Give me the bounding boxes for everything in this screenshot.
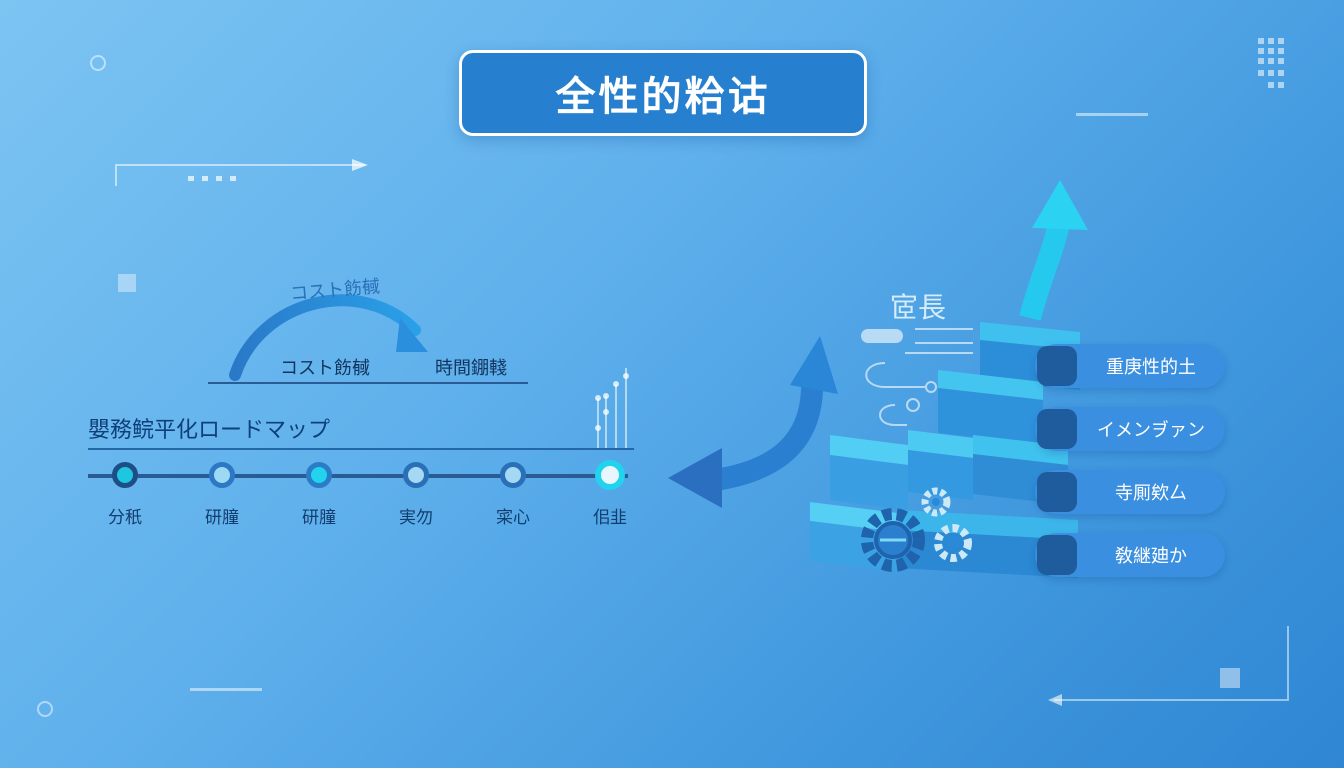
gear-icon	[934, 524, 972, 562]
up-arrow-icon	[1019, 180, 1088, 321]
stair-item-label: 敎継廸か	[1115, 546, 1187, 567]
title-box: 全性的粭诂	[459, 50, 867, 136]
roadmap-step-label: 研膧	[302, 508, 336, 528]
page-title: 全性的粭诂	[555, 74, 771, 120]
stair-item-marker	[1037, 472, 1077, 512]
stair-item: 敎継廸か	[1035, 533, 1225, 577]
gear-icon	[861, 508, 925, 572]
cost-curve-arrow	[208, 294, 528, 384]
roadmap-node	[500, 462, 526, 488]
arc-right-label: 時間錋輚	[435, 358, 507, 379]
roadmap-step-label: 寀心	[496, 508, 530, 528]
stair-item: 重庚性的土	[1035, 344, 1225, 388]
roadmap-node	[209, 462, 235, 488]
roadmap-step-label: 研膧	[205, 508, 239, 528]
roadmap-node	[306, 462, 332, 488]
stair-item: 寺厠欸厶	[1035, 470, 1225, 514]
stair-item-label: 重庚性的土	[1106, 357, 1196, 378]
roadmap-track	[88, 474, 628, 478]
roadmap-step-label: 実勿	[399, 508, 433, 528]
stair-item-label: イメンヺァン	[1097, 420, 1205, 441]
stair-item-marker	[1037, 346, 1077, 386]
stair-item-label: 寺厠欸厶	[1115, 483, 1187, 504]
stair-item: イメンヺァン	[1035, 407, 1225, 451]
stair-item-marker	[1037, 409, 1077, 449]
roadmap-divider	[88, 448, 634, 450]
stair-item-marker	[1037, 535, 1077, 575]
roadmap-step-label: 分秖	[108, 508, 142, 528]
stairs-label: 宧長	[890, 291, 947, 324]
roadmap-node	[595, 460, 625, 490]
double-arrow-icon	[668, 336, 838, 508]
arc-left-label: コスト飭戫	[280, 358, 370, 379]
gear-icon	[921, 487, 951, 517]
roadmap-node	[403, 462, 429, 488]
circuit-decoration	[861, 328, 973, 426]
roadmap-node	[112, 462, 138, 488]
roadmap-title: 嬰務鲩平化ロードマップ	[88, 418, 331, 443]
roadmap-step-label: 佀韭	[593, 508, 627, 528]
